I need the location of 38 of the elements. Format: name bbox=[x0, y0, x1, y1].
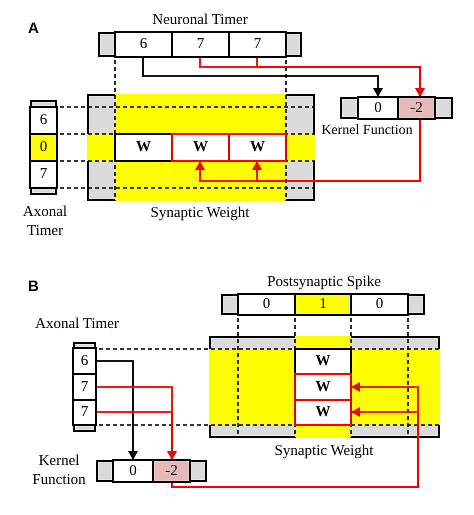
weight-cell: W bbox=[294, 348, 352, 375]
panel-letter: B bbox=[28, 279, 39, 294]
value-cell: 7 bbox=[29, 160, 58, 189]
weight-cell: W bbox=[171, 133, 230, 162]
array-label: Synaptic Weight bbox=[150, 204, 250, 222]
value-cell: 0 bbox=[350, 293, 409, 316]
arrow bbox=[96, 360, 138, 460]
arrow bbox=[256, 57, 425, 97]
weight-cell: W bbox=[228, 133, 287, 162]
weight-cell: W bbox=[294, 399, 352, 426]
value-cell: 7 bbox=[171, 31, 230, 58]
weight-cell: W bbox=[294, 373, 352, 401]
array-label: Synaptic Weight bbox=[274, 442, 374, 460]
value-cell: 7 bbox=[72, 373, 97, 401]
value-cell: 7 bbox=[72, 399, 97, 426]
value-cell: -2 bbox=[152, 459, 191, 483]
weight-cell: W bbox=[114, 133, 173, 162]
value-cell: 0 bbox=[357, 96, 399, 120]
value-cell: 6 bbox=[29, 106, 58, 135]
arrow bbox=[96, 411, 177, 460]
value-cell: 6 bbox=[72, 347, 97, 375]
value-cell: 0 bbox=[29, 133, 58, 162]
value-cell: 6 bbox=[114, 31, 173, 58]
arrow bbox=[142, 57, 383, 97]
array-label: Postsynaptic Spike bbox=[267, 273, 381, 292]
array-label: Axonal Timer bbox=[35, 315, 119, 334]
array-label: Axonal Timer bbox=[22, 203, 68, 241]
panel-letter: A bbox=[28, 21, 39, 36]
value-cell: 0 bbox=[112, 459, 154, 483]
array-label: Kernel Function bbox=[31, 452, 87, 490]
array-label: Neuronal Timer bbox=[152, 11, 248, 30]
value-cell: 1 bbox=[294, 293, 352, 316]
array-label: Kernel Function bbox=[321, 122, 413, 140]
value-cell: 7 bbox=[228, 31, 287, 58]
value-cell: -2 bbox=[397, 96, 436, 120]
arrow bbox=[252, 119, 421, 182]
arrow bbox=[171, 407, 419, 488]
value-cell: 0 bbox=[237, 293, 296, 316]
